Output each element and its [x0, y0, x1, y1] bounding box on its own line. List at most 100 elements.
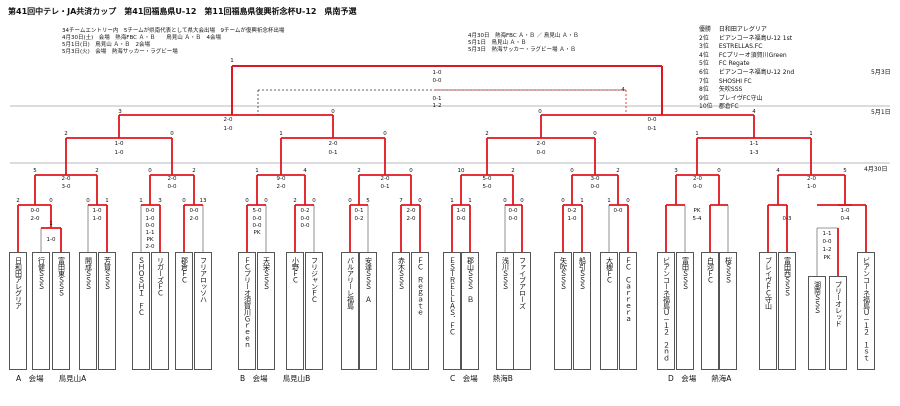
score-label: 0-0 — [456, 216, 466, 222]
score-label: 1-0 — [114, 141, 124, 147]
note-line: 5月3日(火) 会場 熱海サッカー・ラグビー場 — [62, 49, 178, 55]
score-label: 2 — [293, 198, 297, 204]
team-name: 行健ＳＳＳ — [37, 257, 46, 290]
score-label: PK — [146, 237, 154, 243]
score-label: 1 — [49, 221, 53, 227]
team-name: パルアリーレ福島 — [346, 257, 355, 309]
team-box: リガーズＦＣ — [151, 252, 169, 370]
score-label: 7 — [399, 198, 403, 204]
team-box: 白河ＦＣ — [701, 252, 719, 370]
score-label: 2-0 — [145, 244, 155, 250]
score-label: 1 — [255, 168, 259, 174]
score-label: 0-3 — [782, 216, 792, 222]
team-box: ファイブアローズ — [513, 252, 531, 370]
rank-row: 優勝 日和田アレグリア — [699, 26, 767, 33]
score-label: 0-0 — [145, 223, 155, 229]
team-box: 富田ＳＳＳ — [676, 252, 694, 370]
score-label: 0-1 — [380, 184, 390, 190]
score-label: 2 — [95, 168, 99, 174]
team-name: 芳賀ＳＳＳ — [103, 257, 112, 290]
team-box: 天栄ＳＳＳ — [257, 252, 275, 370]
schedule-notes: 4月30日 熱海FBC Ａ・Ｂ ／ 鳥見山 Ａ・Ｂ 5月1日 鳥見山 Ａ・Ｂ 5… — [468, 33, 579, 54]
rank-row: 8位 矢吹SSS — [699, 86, 743, 94]
score-label: PK — [693, 208, 701, 214]
score-label: 1-0 — [456, 208, 466, 214]
rank-row: 7位 SHOSHI FC — [699, 77, 752, 85]
score-label: 0-2 — [300, 208, 310, 214]
score-label: 0 — [383, 131, 387, 137]
score-label: 0-0 — [252, 216, 262, 222]
score-label: 0-0 — [693, 184, 702, 190]
score-label: 1-1 — [749, 141, 759, 147]
team-name: ビアンコーネ福島Ｕ－１２ １ｓｔ — [862, 257, 871, 361]
score-label: 1 — [695, 131, 699, 137]
score-label: 5-0 — [482, 176, 492, 182]
venue-b: B 会場 鳥見山B — [240, 374, 311, 383]
team-name: 湖南ＳＳＳ — [813, 281, 822, 314]
score-label: 2 — [16, 198, 20, 204]
rank-row: 4位 FCプリーオ須賀川Green — [699, 51, 787, 59]
score-label: 1 — [139, 198, 143, 204]
score-label: 0-0 — [167, 184, 177, 190]
score-label: 0-1 — [432, 96, 442, 102]
team-name: 船引ＳＳＳ — [578, 257, 587, 290]
score-label: 4 — [303, 168, 307, 174]
team-box: 富田西ＳＳＳ — [778, 252, 796, 370]
team-box: 郡倉ＦＣ — [175, 252, 193, 370]
score-label: 0 — [626, 198, 630, 204]
team-box: 桜ＳＳＳ — [719, 252, 737, 370]
team-name: ＦＣ Ｒｅｇａｔｅ — [416, 257, 425, 316]
score-label: 0-0 — [252, 223, 262, 229]
team-name: 桜ＳＳＳ — [724, 257, 733, 283]
score-label: 1-0 — [567, 216, 577, 222]
score-label: 0 — [245, 198, 249, 204]
team-box: 浅川ＳＳＳ — [496, 252, 514, 370]
entry-notes: 34チームエントリー内 5チームが県南代表として県大会出場 9チームが復興祈念杯… — [62, 28, 284, 56]
score-label: 2-0 — [30, 216, 40, 222]
score-label: 3-0 — [61, 184, 71, 190]
team-box: ビアンコーネ福島Ｕ－１２ ２ｎｄ — [657, 252, 675, 370]
team-name: 開成ＳＳＳ — [84, 257, 93, 290]
team-box: ビアンコーネ福島Ｕ－１２ １ｓｔ — [857, 252, 875, 370]
team-name: プリーオレッド — [834, 281, 843, 327]
team-box: 開成ＳＳＳ — [79, 252, 97, 370]
team-box: 矢吹ＳＳＳ — [554, 252, 572, 370]
score-label: 0-0 — [30, 208, 40, 214]
score-label: 1-1 — [822, 231, 832, 237]
score-label: 1-0 — [46, 237, 56, 243]
score-label: 1-0 — [92, 216, 102, 222]
rank-row: 6位 ビアンコーネ福島U-12 2nd — [699, 68, 795, 76]
team-name: 小野ＦＣ — [291, 257, 300, 283]
venue-a: A 会場 鳥見山A — [16, 374, 87, 383]
page-title: 第41回中テレ・JA共済カップ 第41回福島県U-12 第11回福島県復興祈念杯… — [8, 7, 357, 16]
score-label: 2 — [192, 168, 196, 174]
team-name: 郡倉ＦＣ — [180, 257, 189, 283]
team-box: ＥＳＴＲＥＬＬＡＳ．ＦＣ — [443, 252, 461, 370]
team-name: 大槻ＦＣ — [605, 257, 614, 283]
team-name: 富田東ＳＳＳ — [57, 257, 66, 296]
score-label: 2-0 — [406, 216, 416, 222]
note-line: 5月1日(日) 鳥見山 Ａ・Ｂ 2会場 — [62, 42, 151, 48]
score-label: 5 — [366, 198, 370, 204]
score-label: 2-0 — [406, 208, 416, 214]
score-label: 0-0 — [508, 216, 518, 222]
team-box: 安達ＳＳＳ Ａ — [359, 252, 377, 370]
score-label: 0 — [348, 198, 352, 204]
score-label: 4 — [776, 168, 780, 174]
venue-d: D 会場 熱海A — [668, 374, 732, 383]
team-name: フリアロッソハ — [199, 257, 208, 303]
score-label: 0-2 — [567, 208, 577, 214]
score-label: 1-3 — [749, 150, 759, 156]
score-label: 0 — [538, 109, 542, 115]
score-label: 2-0 — [276, 184, 286, 190]
score-label: 0 — [264, 198, 268, 204]
rank-row: 10位 郡倉FC — [699, 103, 739, 111]
score-label: 2-0 — [807, 176, 816, 182]
score-label: 9-0 — [276, 176, 286, 182]
team-box: 行健ＳＳＳ — [32, 252, 50, 370]
score-label: 0 — [503, 198, 507, 204]
score-label: 0-2 — [354, 216, 364, 222]
score-label: 0-0 — [647, 117, 657, 123]
score-label: 0 — [570, 168, 574, 174]
note-line: 5月1日 鳥見山 Ａ・Ｂ — [468, 40, 527, 46]
